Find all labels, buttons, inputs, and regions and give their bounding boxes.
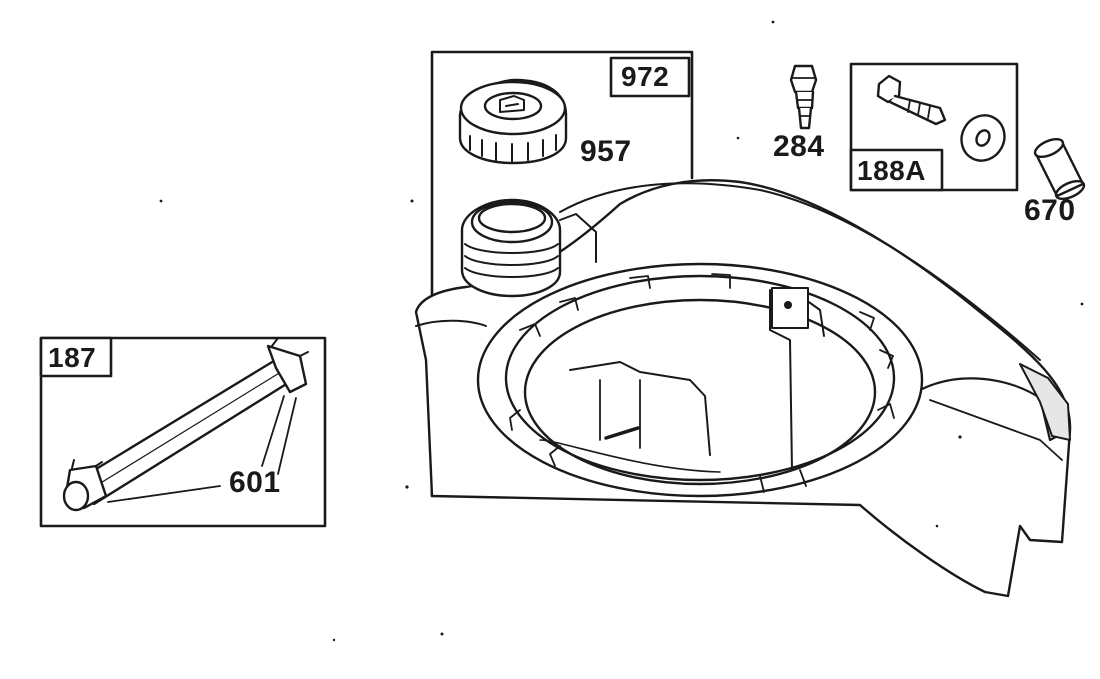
kit-188a-box xyxy=(849,62,1019,192)
bushing-670-label: 670 xyxy=(1024,194,1076,227)
kit-972-bracket xyxy=(430,50,694,498)
kit-187-box xyxy=(39,336,327,528)
bushing-670 xyxy=(1033,137,1086,201)
kit-188a-label: 188A xyxy=(857,155,926,186)
scan-specks xyxy=(159,20,1084,642)
bolt-188a xyxy=(876,74,947,126)
fitting-284-label: 284 xyxy=(773,130,825,163)
fuel-cap-957-label: 957 xyxy=(580,135,632,168)
clamp-601-label: 601 xyxy=(229,466,281,499)
washer-188a xyxy=(960,114,1006,162)
fuel-cap-957 xyxy=(458,78,568,165)
fitting-284 xyxy=(789,64,818,130)
kit-187-label: 187 xyxy=(48,342,97,373)
fuel-tank xyxy=(414,179,1072,598)
fuel-line-601 xyxy=(62,337,309,512)
kit-972-label: 972 xyxy=(621,61,670,92)
